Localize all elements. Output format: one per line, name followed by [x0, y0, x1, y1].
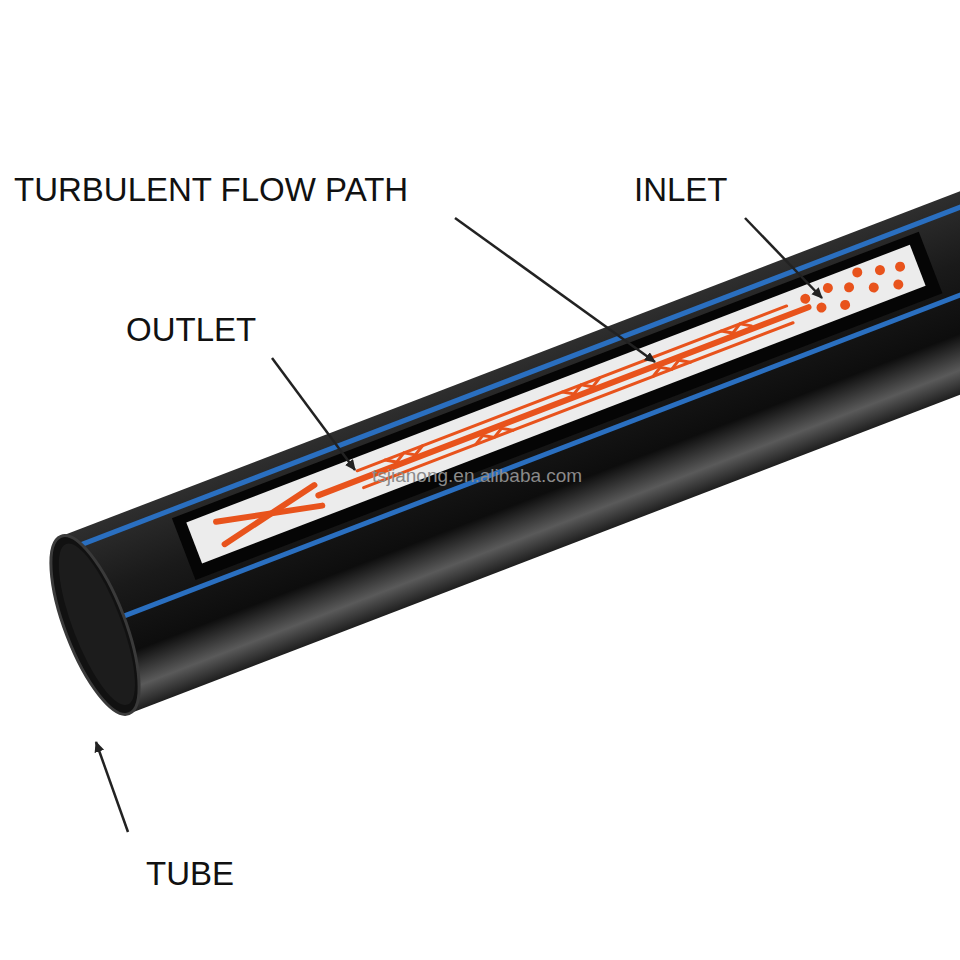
leader-line	[455, 218, 655, 362]
part-label: TUBE	[146, 856, 234, 892]
leader-line	[745, 218, 822, 298]
tube-opening	[33, 526, 157, 725]
blue-stripe	[66, 185, 960, 551]
leader-line	[272, 358, 355, 470]
cutaway-window	[172, 232, 943, 580]
part-label: INLET	[634, 172, 728, 208]
part-label: OUTLET	[126, 312, 256, 348]
leader-line	[96, 742, 128, 832]
tube-bore	[44, 535, 150, 713]
leader-lines	[96, 218, 822, 832]
watermark: tsjianong.en.alibaba.com	[372, 466, 582, 487]
part-label: TURBULENT FLOW PATH	[14, 172, 408, 208]
inlet-dots	[797, 251, 913, 324]
tube-wall	[61, 171, 960, 714]
flow-path	[216, 296, 813, 544]
tube-body	[33, 171, 960, 725]
emitter-strip	[186, 245, 925, 564]
